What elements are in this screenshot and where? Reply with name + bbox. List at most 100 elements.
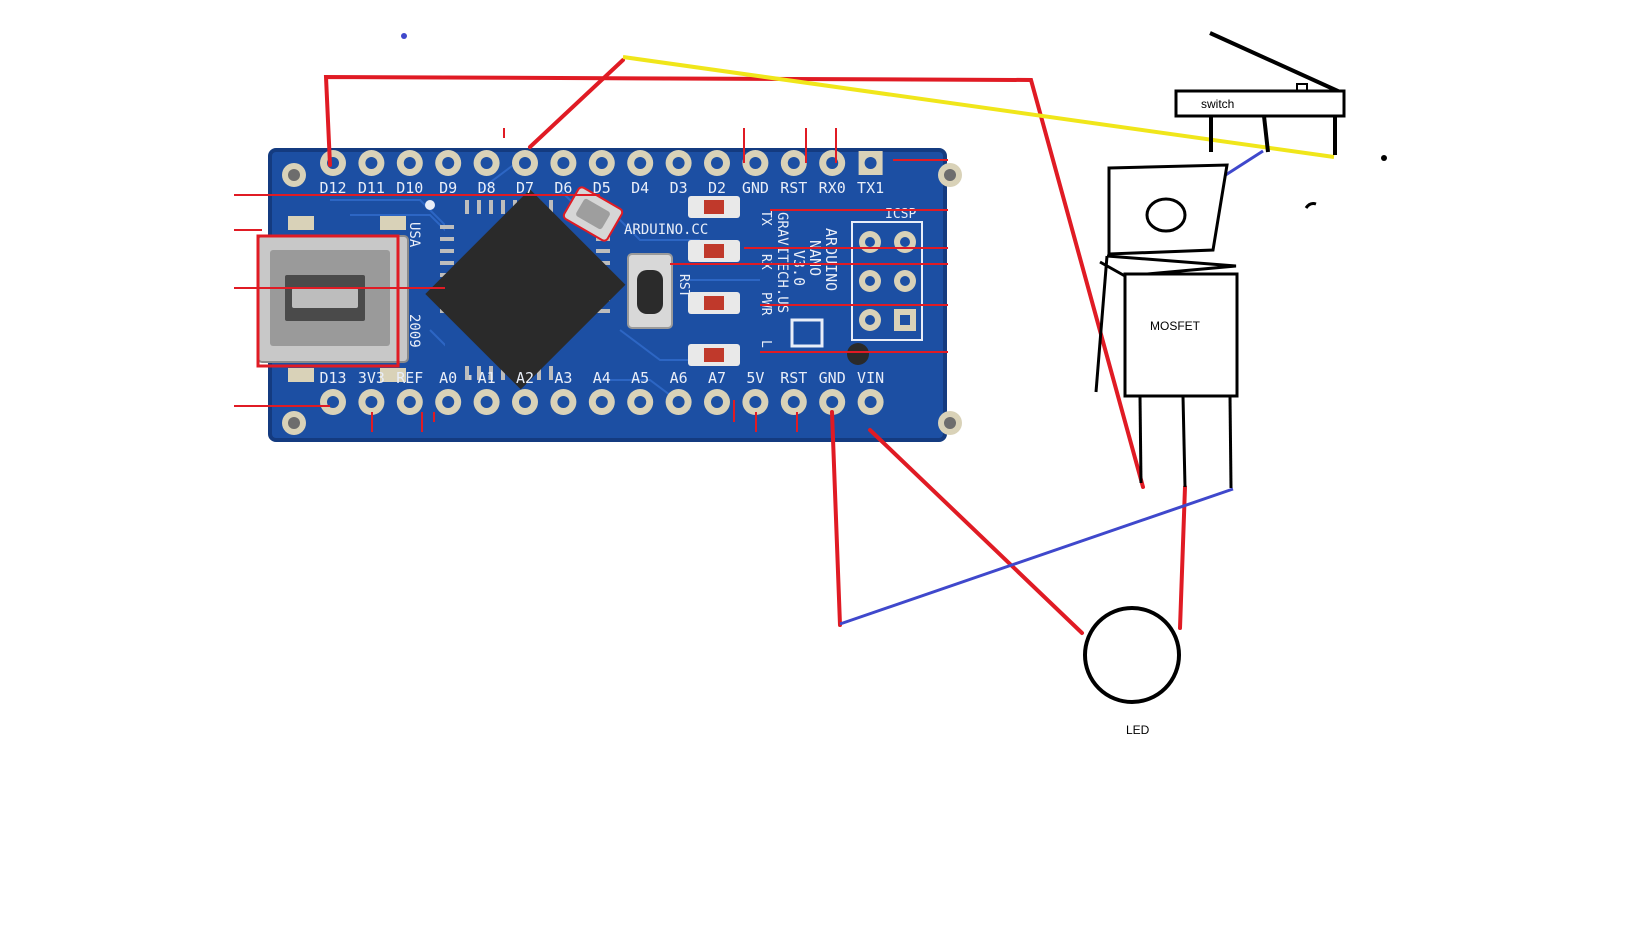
wire-ground-return (839, 487, 1234, 626)
mosfet-label: MOSFET (1150, 319, 1201, 333)
top-pin-label-d8: D8 (478, 179, 496, 197)
blue-dot (401, 33, 407, 39)
bottom-pin-label-3v3: 3V3 (358, 369, 385, 387)
top-pin-label-d3: D3 (670, 179, 688, 197)
bottom-pin-label-rst: RST (780, 369, 807, 387)
top-pin-pad-hole-1 (365, 157, 378, 169)
bottom-pin-pad-hole-4 (480, 396, 493, 408)
bottom-pin-label-d13: D13 (319, 369, 346, 387)
led-label-pwr: PWR (758, 292, 773, 316)
top-pin-label-d5: D5 (593, 179, 611, 197)
bottom-pin-label-gnd: GND (819, 369, 846, 387)
mosfet-source-leg (1228, 395, 1233, 489)
top-pin-pad-hole-4 (480, 157, 493, 169)
bottom-pin-pad-hole-14 (864, 396, 877, 408)
bottom-pin-label-a6: A6 (670, 369, 688, 387)
gravitech-logo (790, 318, 824, 348)
top-pin-pad-hole-2 (403, 157, 416, 169)
top-pin-label-d12: D12 (319, 179, 346, 197)
switch-body (1174, 89, 1346, 118)
main-red-wires (323, 58, 1187, 635)
top-pin-label-tx1: TX1 (857, 179, 884, 197)
top-pin-label-d11: D11 (358, 179, 385, 197)
bottom-pin-pad-hole-7 (595, 396, 608, 408)
bottom-pin-pad-hole-2 (403, 396, 416, 408)
usb-highlight-box (256, 234, 400, 368)
bottom-pin-pad-hole-3 (442, 396, 455, 408)
microcontroller-chip-icon (425, 189, 626, 390)
top-pin-pad-hole-6 (557, 157, 570, 169)
top-pin-label-d4: D4 (631, 179, 649, 197)
bottom-pin-pad-hole-6 (557, 396, 570, 408)
bottom-pin-pad-hole-1 (365, 396, 378, 408)
stray-marks (1304, 155, 1387, 209)
year-label: 2009 (406, 314, 422, 348)
bottom-pin-label-a3: A3 (554, 369, 572, 387)
top-pin-label-gnd: GND (742, 179, 769, 197)
top-pin-label-rx0: RX0 (819, 179, 846, 197)
top-pin-pad-hole-8 (634, 157, 647, 169)
top-pin-pad-hole-11 (749, 157, 762, 169)
switch (1174, 31, 1346, 155)
bottom-pin-label-a4: A4 (593, 369, 611, 387)
mosfet-gate-leg (1138, 395, 1143, 484)
bottom-pin-pad-hole-13 (826, 396, 839, 408)
wire-yellow-switch (622, 55, 1335, 159)
led-label-rx: RX (758, 254, 773, 270)
maker-label: GRAVITECH.US (774, 212, 790, 313)
bottom-pin-label-a7: A7 (708, 369, 726, 387)
bottom-pin-pad-hole-5 (519, 396, 531, 408)
power-pad (847, 343, 869, 365)
bottom-pin-label-a0: A0 (439, 369, 457, 387)
led-label-tx: TX (758, 210, 773, 226)
top-pin-pad-hole-9 (672, 157, 685, 169)
wire-d12-to-mosfet-gate (323, 74, 1145, 489)
top-pin-label-rst: RST (780, 179, 807, 197)
pcb-traces (330, 159, 760, 411)
led-label: LED (1126, 723, 1150, 737)
wire-vin-to-led (868, 428, 1084, 635)
bottom-pin-label-a2: A2 (516, 369, 534, 387)
bottom-pin-pad-hole-11 (749, 396, 762, 408)
mosfet-tab-hole (1145, 197, 1187, 233)
pin-stub-wires (234, 128, 948, 432)
wire-gnd-down (830, 410, 842, 627)
bottom-pin-label-a1: A1 (478, 369, 496, 387)
top-pin-pad-hole-7 (595, 157, 608, 169)
product-line2: NANO (806, 240, 824, 276)
product-line1: ARDUINO (822, 228, 840, 291)
crystal-oscillator (562, 186, 624, 242)
top-pin-label-d6: D6 (554, 179, 572, 197)
bottom-pin-label-ref: REF (396, 369, 423, 387)
mosfet-top-face (1099, 254, 1237, 278)
led-label-l: L (758, 340, 773, 348)
top-pin-pad-hole-14 (864, 157, 877, 169)
top-pin-label-d2: D2 (708, 179, 726, 197)
version-label: V3.0 (790, 250, 808, 286)
board-url: ARDUINO.CC (624, 222, 708, 238)
mosfet-drain-leg (1181, 395, 1187, 488)
switch-label: switch (1201, 97, 1234, 111)
wire-mosfet-drain-to-led (1178, 485, 1187, 630)
led-circle-icon (1083, 606, 1181, 704)
bottom-pin-pad-hole-8 (634, 396, 647, 408)
top-pin-label-d9: D9 (439, 179, 457, 197)
top-pin-pad-hole-12 (787, 157, 800, 169)
mosfet-body (1123, 272, 1239, 398)
bottom-pin-pad-hole-10 (711, 396, 723, 408)
usb-connector-icon (257, 216, 409, 382)
top-pin-label-d7: D7 (516, 179, 534, 197)
switch-lever (1209, 31, 1341, 94)
country-label: USA (406, 222, 422, 248)
wire-d7-to-switch (528, 58, 625, 149)
arduino-nano-board: ARDUINO.CC TX RX PWR L RST ICSP GRAVITEC… (256, 148, 962, 442)
top-pin-pad-hole-10 (711, 157, 723, 169)
top-pin-pad-hole-5 (519, 157, 531, 169)
mosfet-tab (1107, 163, 1229, 256)
status-leds (688, 196, 740, 366)
bottom-pin-pad-hole-9 (672, 396, 685, 408)
mosfet (1094, 163, 1239, 489)
bottom-pin-pad-hole-12 (787, 396, 800, 408)
